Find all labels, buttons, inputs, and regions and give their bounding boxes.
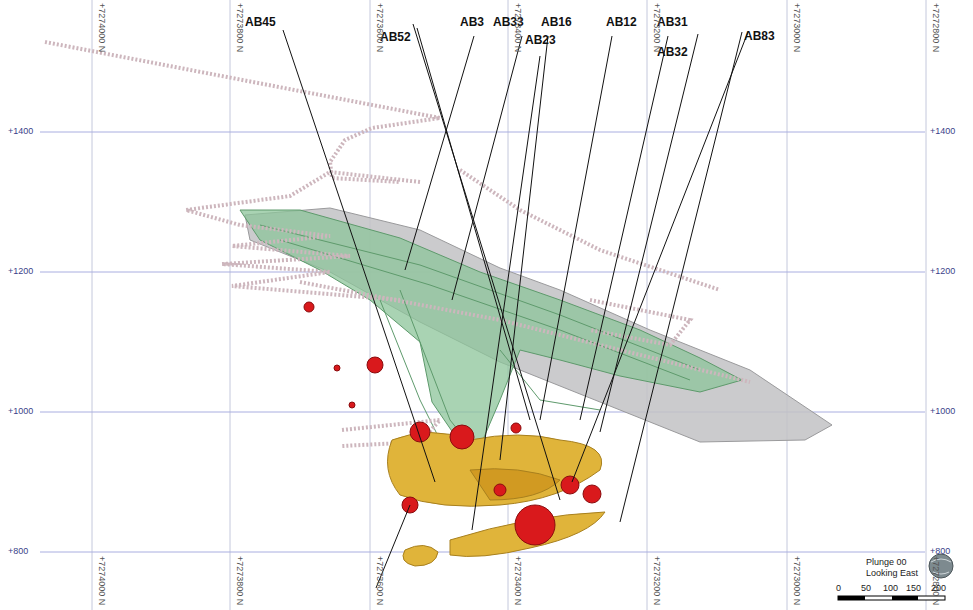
scale-number: 0 [836, 584, 841, 594]
high-grade-shape [583, 485, 601, 503]
drill-hole-label: AB83 [744, 30, 775, 43]
northing-label: +7273000 N [791, 556, 801, 605]
drill-hole-label: AB31 [657, 16, 688, 29]
drill-hole-label: AB32 [657, 46, 688, 59]
ore-zone [403, 545, 438, 566]
drill-trace [572, 32, 748, 482]
elevation-label: +1400 [8, 127, 33, 137]
scale-number: 150 [906, 584, 921, 594]
high-grade-shape [494, 484, 506, 496]
decline-ramp [45, 42, 750, 446]
high-grade-shapes [304, 302, 601, 545]
ore-zone [388, 433, 602, 507]
ramp-segment [45, 42, 440, 182]
drill-hole-label: AB12 [606, 16, 637, 29]
grid-line [787, 0, 788, 610]
ramp-segment [460, 170, 720, 290]
view-note: Plunge 00 [866, 558, 907, 568]
elevation-label: +1400 [930, 127, 955, 137]
grid-lines [92, 0, 926, 610]
high-grade-shape [304, 302, 314, 312]
drill-trace [500, 36, 548, 460]
drill-trace [472, 56, 540, 530]
stope-lenses [240, 210, 742, 446]
drill-trace [620, 32, 742, 522]
high-grade-shape [334, 365, 340, 371]
grid-line [926, 0, 927, 610]
scale-bar [838, 596, 945, 600]
elevation-line [40, 132, 925, 133]
drill-hole-label: AB23 [525, 34, 556, 47]
grid-line [370, 0, 371, 610]
northing-label: +7272800 N [930, 556, 940, 605]
scale-bar-frame [838, 596, 945, 600]
drill-trace [417, 28, 530, 420]
elevation-label: +1000 [930, 407, 955, 417]
ramp-segment [300, 282, 750, 382]
drill-hole-label: AB45 [245, 16, 276, 29]
northing-label: +7273800 N [234, 3, 244, 52]
northing-label: +7274000 N [96, 556, 106, 605]
drill-trace [405, 36, 474, 270]
ramp-segment [590, 300, 690, 345]
elevation-label: +800 [930, 547, 950, 557]
high-grade-shape [450, 425, 474, 449]
drill-trace [540, 36, 612, 420]
ramp-segment [186, 172, 420, 300]
scale-bar-segment [838, 596, 865, 600]
northing-label: +7274000 N [96, 3, 106, 52]
drill-traces [283, 24, 748, 588]
stope-line [500, 350, 600, 410]
grid-line [92, 0, 93, 610]
elevation-lines [40, 132, 925, 552]
high-grade-shape [515, 505, 555, 545]
elevation-label: +800 [8, 547, 28, 557]
elevation-label: +1000 [8, 407, 33, 417]
scale-number: 50 [861, 584, 871, 594]
grid-line [230, 0, 231, 610]
northing-label: +7273600 N [374, 3, 384, 52]
drill-trace [580, 36, 668, 420]
high-grade-shape [511, 423, 521, 433]
scale-number: 200 [931, 584, 946, 594]
northing-label: +7272800 N [930, 3, 940, 52]
elevation-label: +1200 [8, 267, 33, 277]
high-grade-shape [561, 476, 579, 494]
drill-hole-label: AB52 [380, 31, 411, 44]
ore-zone [470, 469, 560, 500]
northing-label: +7273400 N [512, 556, 522, 605]
elevation-label: +1200 [930, 267, 955, 277]
drill-hole-label: AB3 [460, 16, 484, 29]
northing-label: +7273600 N [374, 556, 384, 605]
northing-label: +7273400 N [512, 3, 522, 52]
high-grade-shape [367, 357, 383, 373]
high-grade-shape [410, 422, 430, 442]
scale-number: 100 [883, 584, 898, 594]
view-note: Looking East [866, 569, 918, 579]
grid-line [647, 0, 648, 610]
drill-hole-label: AB16 [541, 16, 572, 29]
scale-bar-segment [892, 596, 918, 600]
drill-trace [283, 30, 435, 482]
northing-label: +7273200 N [651, 556, 661, 605]
northing-label: +7273200 N [651, 3, 661, 52]
mineralised-zones [388, 433, 606, 567]
northing-label: +7273800 N [234, 556, 244, 605]
high-grade-shape [349, 402, 355, 408]
northing-label: +7273000 N [791, 3, 801, 52]
drill-trace [452, 36, 522, 300]
